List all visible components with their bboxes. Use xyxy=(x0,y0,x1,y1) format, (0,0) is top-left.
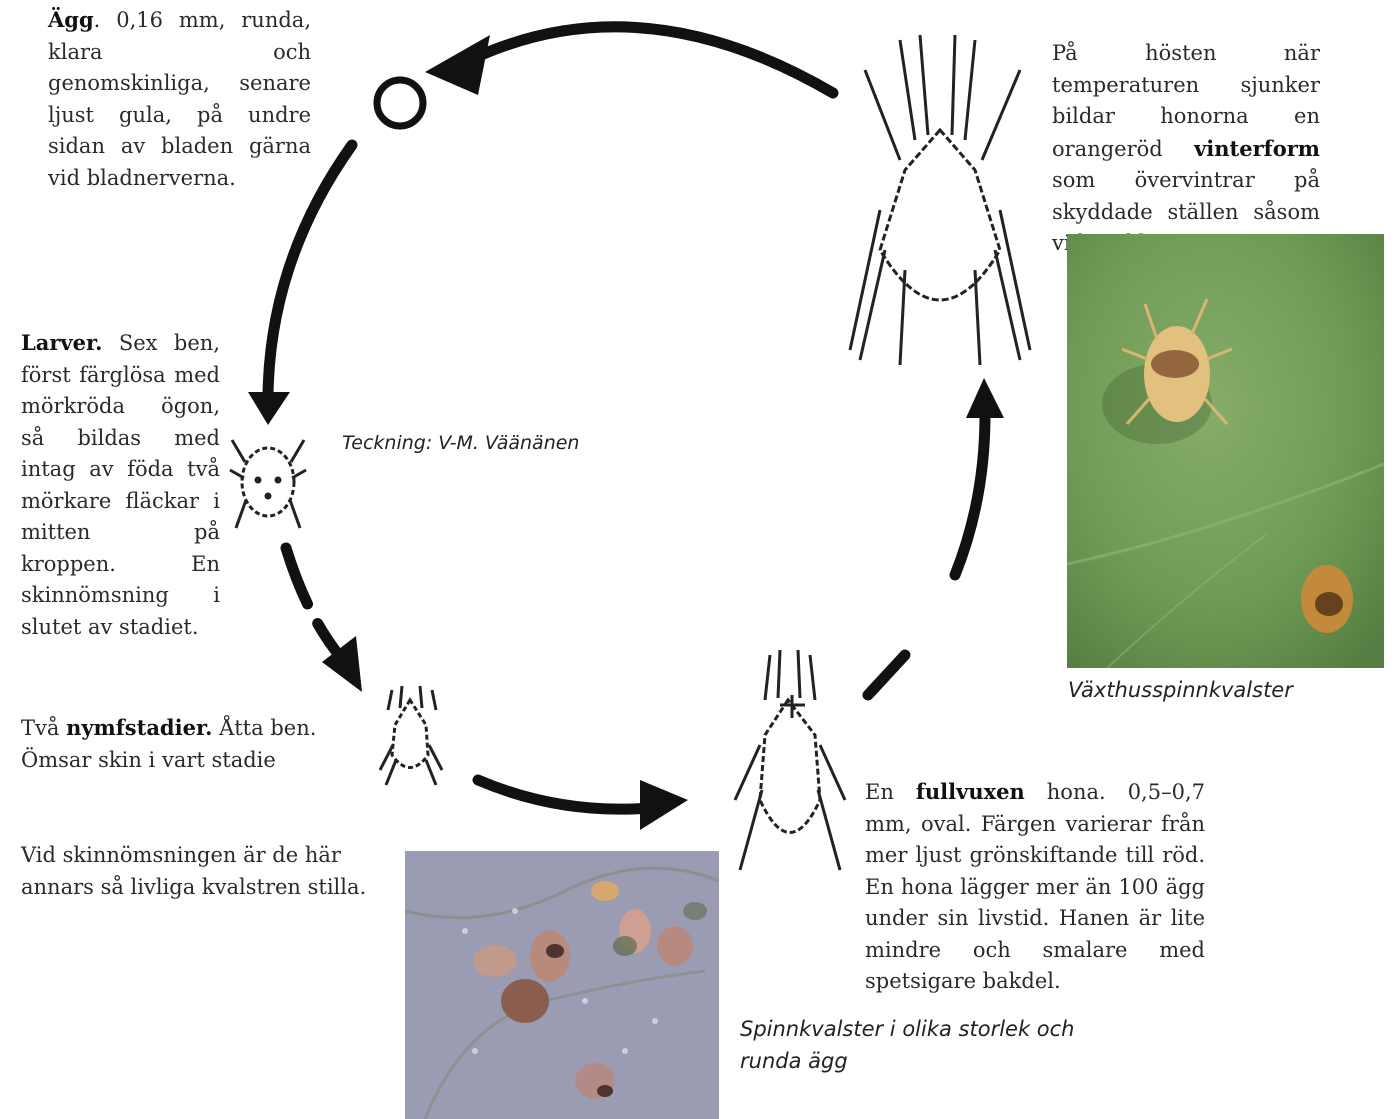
larvae-description: Larver. Sex ben, först färglösa med mörk… xyxy=(21,327,220,643)
egg-description: Ägg. 0,16 mm, runda, klara och genomskin… xyxy=(48,4,311,194)
winter-form-drawing xyxy=(850,35,1030,365)
adult-pre: En xyxy=(865,780,916,804)
adult-label: fullvuxen xyxy=(916,779,1025,804)
molting-body: Vid skinnömsningen är de här annars så l… xyxy=(21,843,366,899)
egg-label: Ägg xyxy=(48,7,94,32)
caption-greenhouse-spider-mite: Växthusspinnkvalster xyxy=(1068,678,1293,702)
arrow-head-winter xyxy=(966,378,1004,418)
nymph-label: nymfstadier. xyxy=(66,715,212,740)
drawing-credit: Teckning: V-M. Väänänen xyxy=(342,432,579,454)
adult-female-drawing xyxy=(735,650,845,870)
arrow-winter-to-egg xyxy=(470,27,833,93)
arrow-head-adult xyxy=(640,780,688,830)
mite-small xyxy=(1301,565,1353,633)
egg-body: . 0,16 mm, runda, klara och genomskinlig… xyxy=(48,8,311,190)
larva-drawing xyxy=(230,440,306,528)
arrow-head-egg xyxy=(425,35,490,95)
arrow-adult-to-winter xyxy=(955,415,985,575)
nymph-pre: Två xyxy=(21,716,66,740)
egg-drawing xyxy=(377,80,423,126)
arrow-larva-to-nymph xyxy=(286,548,335,650)
adult-description: En fullvuxen hona. 0,5–0,7 mm, oval. Fär… xyxy=(865,776,1205,998)
nymph-description: Två nymfstadier. Åtta ben. Ömsar skin i … xyxy=(21,712,357,776)
winter-form-description: På hösten när temperaturen sjunker bilda… xyxy=(1052,38,1320,260)
nymph-drawing xyxy=(380,686,442,785)
photo-spider-mites-and-eggs xyxy=(405,851,719,1119)
winter-form-label: vinterform xyxy=(1194,136,1320,161)
arrow-head-larva xyxy=(248,392,290,425)
photo-greenhouse-spider-mite xyxy=(1067,234,1384,668)
adult-post: hona. 0,5–0,7 mm, oval. Färgen varierar … xyxy=(865,780,1205,993)
larvae-body: Sex ben, först färglösa med mörkröda ögo… xyxy=(21,331,220,639)
arrow-adult-to-winter-lower xyxy=(868,655,905,695)
larvae-label: Larver. xyxy=(21,330,102,355)
arrow-nymph-to-adult xyxy=(478,780,650,809)
molting-description: Vid skinnömsningen är de här annars så l… xyxy=(21,840,369,903)
caption-spider-mites-and-eggs: Spinnkvalster i olika storlek och runda … xyxy=(740,1013,1100,1077)
